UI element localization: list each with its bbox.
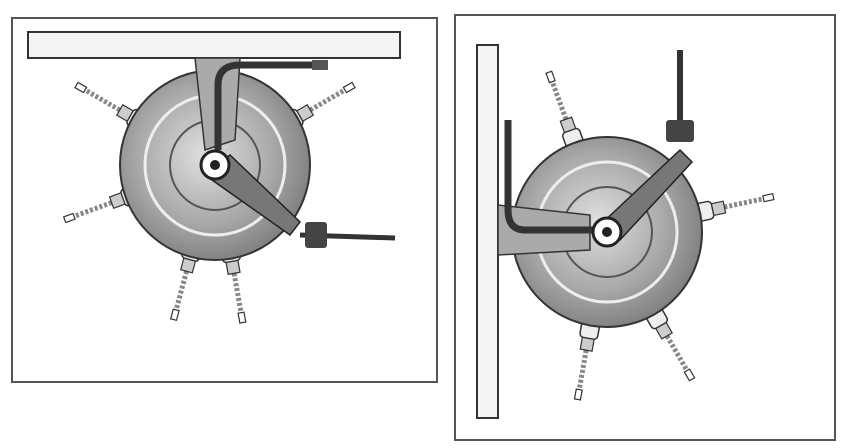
inlet-pipe: [214, 61, 320, 150]
inlet-pipe: [504, 120, 595, 234]
panel-frame: [11, 17, 438, 383]
panel-wall-mount: [454, 14, 836, 441]
panel-frame: [454, 14, 836, 441]
ceiling-bar: [27, 31, 401, 59]
hose-outlet: [666, 120, 694, 142]
wall-bar: [476, 44, 499, 419]
panel-ceiling-mount: [11, 17, 438, 383]
